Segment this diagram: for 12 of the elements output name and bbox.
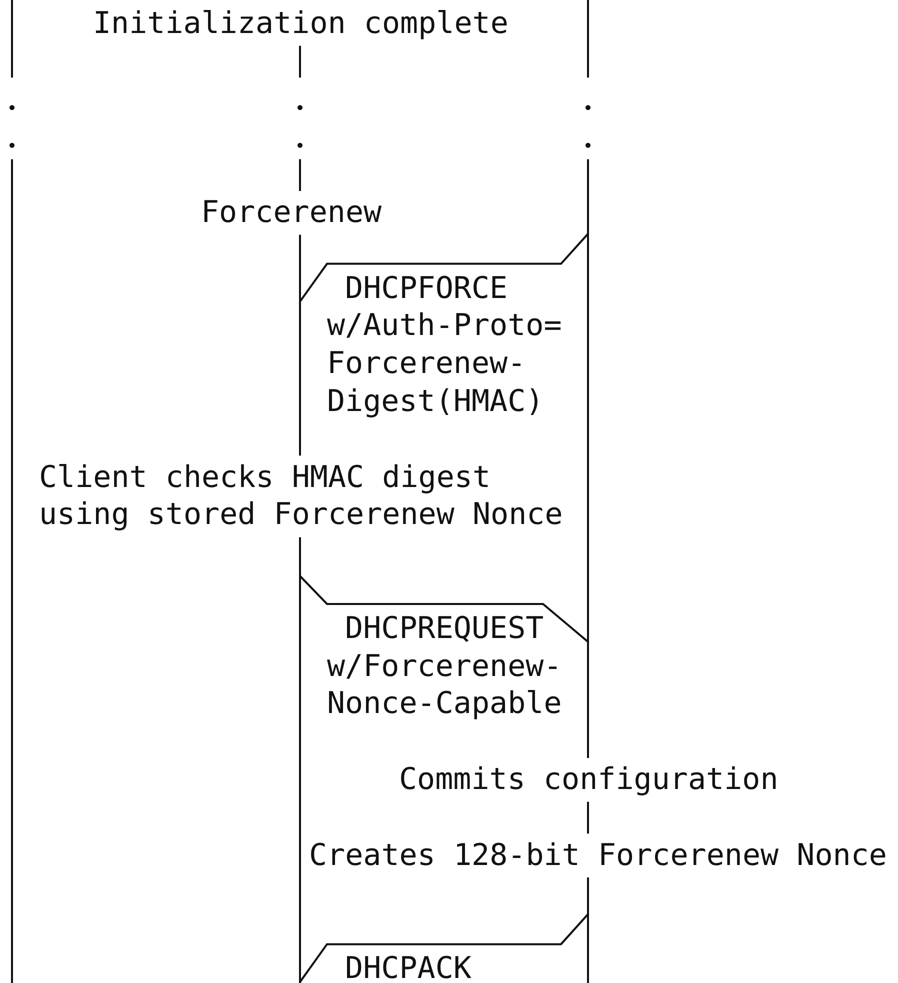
edge-label: DHCPFORCE w/Auth-Proto= Forcerenew- Digest(HMAC) [327, 270, 562, 421]
note-text: Forcerenew [201, 194, 382, 232]
message-line [299, 233, 589, 302]
edge-label: DHCPREQUEST w/Forcerenew- Nonce-Capable [327, 610, 562, 724]
note-text: Client checks HMAC digest using stored Forcerenew Nonce [39, 458, 563, 534]
note-text: Creates 128-bit Forcerenew Nonce [309, 836, 887, 874]
message-line [299, 575, 589, 643]
edge-label: DHCPACK [344, 950, 472, 983]
message-line [299, 914, 589, 983]
note-text: Initialization complete [93, 5, 508, 43]
note-text: Commits configuration [399, 761, 778, 799]
lifeline [10, 0, 14, 983]
